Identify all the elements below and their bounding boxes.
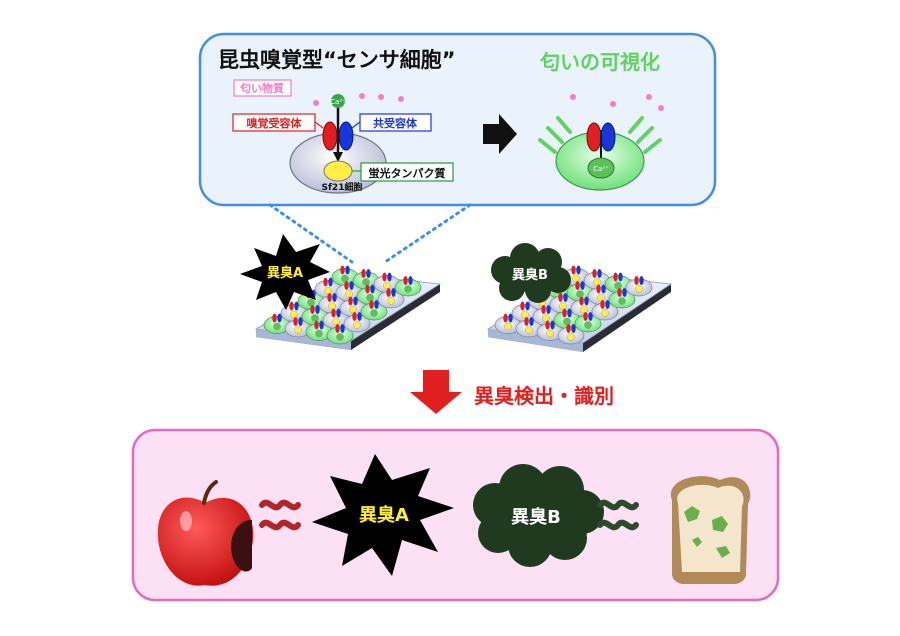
sensor-cell-mini [515, 317, 543, 338]
zoom-lines [268, 203, 472, 264]
sensor-cell-mini [494, 313, 522, 334]
odor-b-label: 異臭B [511, 506, 561, 528]
sensor-cell-mini [377, 288, 405, 309]
sensor-cell-mini [625, 276, 653, 297]
plate-a-cells [263, 265, 422, 345]
apple-odor-squiggle [259, 499, 301, 531]
bread-odor-squiggle [597, 499, 639, 531]
odor-a-burst [312, 454, 454, 576]
odor-b-small-label: 異臭B [512, 267, 548, 283]
glow-lines [538, 116, 662, 154]
co-receptor-shape [338, 121, 354, 151]
active-cell [326, 324, 354, 345]
odor-a-small-label: 異臭A [267, 265, 303, 281]
sensor-cell-mini [557, 324, 585, 345]
odor-b-small-cloud [491, 243, 571, 303]
visualization-title: 匂いの可視化 [540, 50, 660, 74]
olfactory-receptor-label: 嗅覚受容体 [247, 116, 303, 130]
active-cell [305, 320, 333, 341]
odor-dots-right [570, 94, 664, 111]
detect-arrow-icon [410, 370, 462, 414]
fluorescent-protein-label: 蛍光タンパク質 [369, 166, 446, 180]
sensor-cell-mini [284, 317, 312, 338]
odor-a-label: 異臭A [359, 504, 409, 526]
glowing-cell: Ca²⁺ [555, 122, 645, 191]
odor-dots-left [313, 93, 404, 106]
olfactory-receptor-shape [322, 121, 338, 151]
rotten-apple [157, 480, 254, 586]
active-cell [360, 300, 388, 321]
fluorescent-protein-shape [323, 160, 353, 182]
active-cell [394, 276, 422, 297]
top-panel-title: 昆虫嗅覚型“センサ細胞” [218, 48, 456, 72]
arrow-right-icon [483, 114, 517, 154]
calcium-label: Ca²⁺ [330, 98, 346, 106]
active-cell [608, 288, 636, 309]
bottom-panel [131, 428, 780, 602]
sensor-cell-mini [343, 312, 371, 333]
cell-label: Sf21細胞 [322, 181, 363, 193]
odor-a-small-burst [240, 234, 330, 310]
odor-substance-label: 匂い物質 [239, 81, 284, 95]
sensor-cell-mini [591, 300, 619, 321]
moldy-bread [670, 476, 751, 584]
co-receptor-label: 共受容体 [373, 116, 418, 130]
odor-b-cloud [473, 464, 604, 567]
glowing-calcium-label: Ca²⁺ [593, 165, 609, 173]
calcium-ion [331, 94, 345, 108]
sensor-cell-mini [536, 320, 564, 341]
active-cell [574, 312, 602, 333]
detect-identify-label: 異臭検出・識別 [474, 384, 614, 408]
